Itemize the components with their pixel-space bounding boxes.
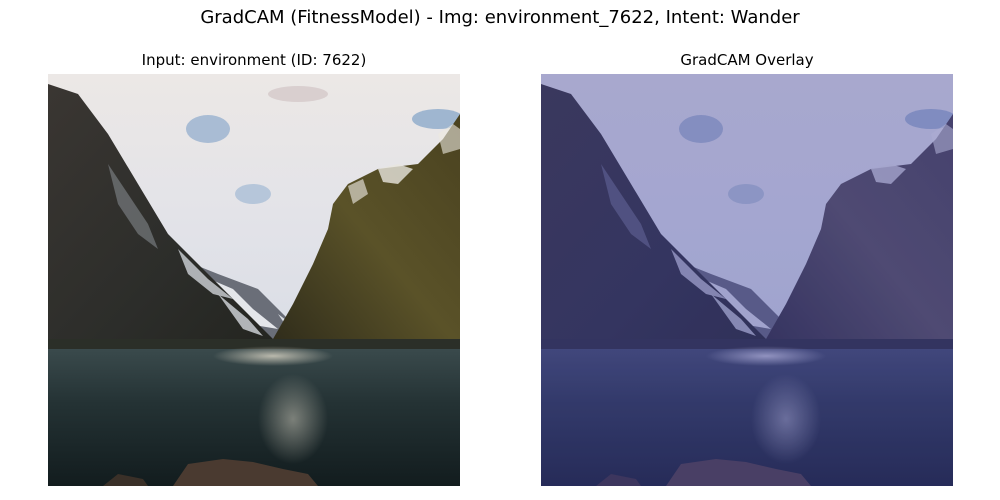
input-panel-title: Input: environment (ID: 7622) [141, 51, 367, 69]
figure-title: GradCAM (FitnessModel) - Img: environmen… [200, 7, 800, 28]
input-image [48, 74, 460, 486]
gradcam-overlay-image [541, 74, 953, 486]
overlay-panel-title: GradCAM Overlay [680, 51, 814, 69]
